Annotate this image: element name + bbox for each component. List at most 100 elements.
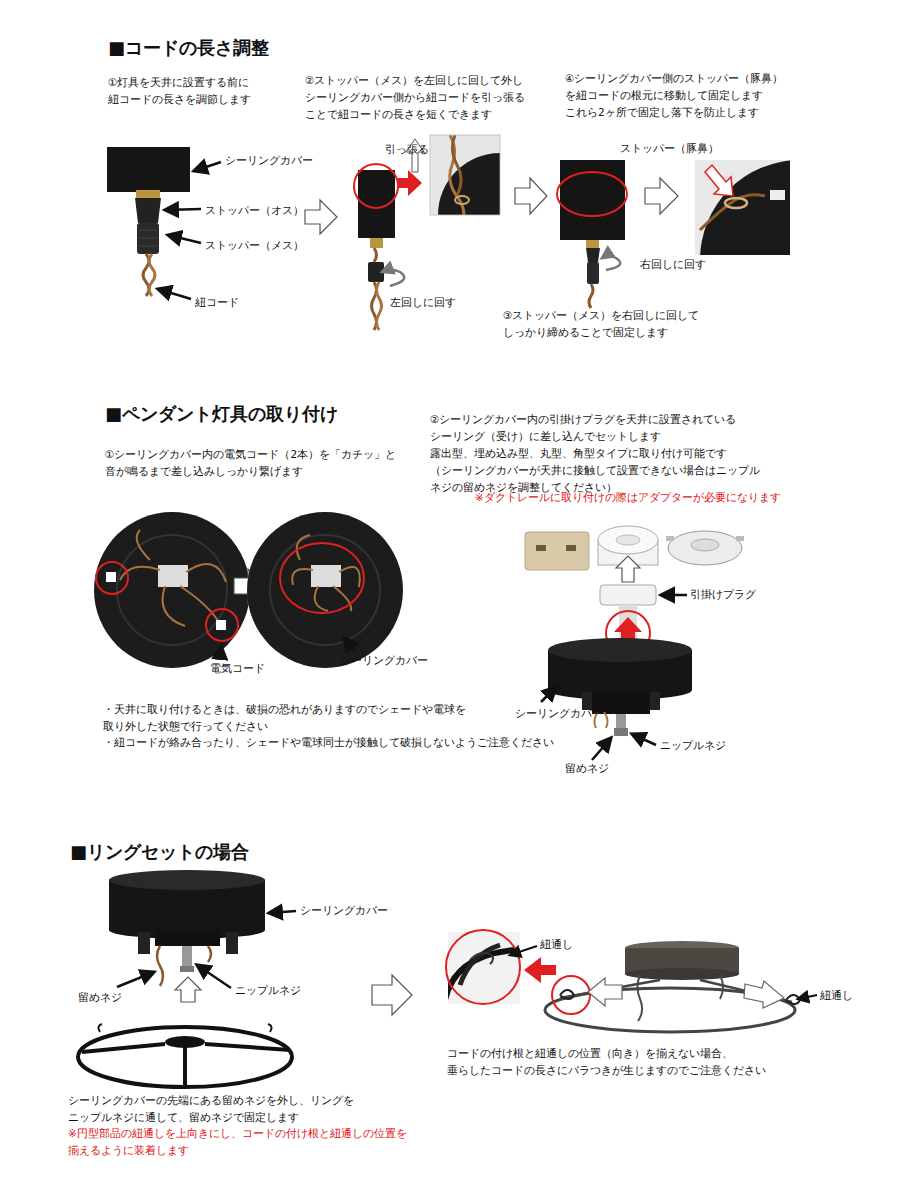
ring-assembled-photo <box>545 941 800 1032</box>
fixture-step-2 <box>455 196 469 204</box>
leader-lines <box>220 646 221 657</box>
part-label: 留めネジ <box>565 760 655 777</box>
ceiling-receptacles <box>536 545 546 551</box>
section-heading: ■ペンダント灯具の取り付け <box>105 402 425 425</box>
leader-lines <box>592 738 611 760</box>
caution-text: コードの付け根と紐通しの位置（向き）を揃えない場合、 垂らしたコードの長さにバラ… <box>447 1045 827 1079</box>
instruction-text: ④シーリングカバー側のストッパー（豚鼻） を紐コードの根元に移動して固定します … <box>565 70 885 121</box>
ring-cover <box>109 870 265 890</box>
fixture-overview <box>107 147 190 296</box>
fixture-step-2 <box>377 282 382 330</box>
caution-note: ※ダクトレールに取り付けの際はアダプターが必要になります <box>475 489 855 506</box>
leader-lines <box>661 594 687 597</box>
knot-photo <box>705 165 733 196</box>
part-label: ストッパー（豚鼻） <box>620 140 760 157</box>
ceiling-cover <box>614 728 628 736</box>
ring-cover <box>109 870 265 986</box>
leader-lines <box>269 911 296 913</box>
fixture-step-2 <box>368 262 384 282</box>
part-label: シーリングカバー <box>225 152 375 169</box>
hanging-plug <box>600 585 656 605</box>
cover-interior-after <box>247 512 403 668</box>
ring-assembled-photo <box>638 975 643 1021</box>
section-heading: ■コードの長さ調整 <box>108 36 528 59</box>
leader-lines <box>510 946 537 955</box>
ceiling-receptacles <box>566 545 576 551</box>
cord-guide-closeup <box>470 953 493 964</box>
ring-assembled-photo <box>560 990 574 999</box>
part-label: 留めネジ <box>78 989 158 1006</box>
ceiling-receptacles <box>668 531 742 565</box>
ring-part <box>78 1024 292 1087</box>
insert-arrow <box>616 556 640 582</box>
action-label: 右回しに回す <box>640 256 750 273</box>
part-label: シーリングカバー <box>300 902 430 919</box>
fixture-overview <box>139 230 157 231</box>
ceiling-cover <box>548 638 692 736</box>
fixture-step-3 <box>557 160 627 308</box>
leader-lines <box>541 687 556 702</box>
fixture-step-3 <box>586 240 599 248</box>
part-label: 引掛けプラグ <box>690 586 800 603</box>
cover-interior-before <box>94 512 250 668</box>
cover-interior-before <box>94 512 250 668</box>
fixture-overview <box>136 190 160 198</box>
leader-lines <box>632 734 656 745</box>
knot-photo <box>725 198 747 208</box>
ring-part <box>82 1044 165 1052</box>
fixture-step-2 <box>354 164 398 208</box>
fixture-step-2 <box>382 270 404 286</box>
ring-part <box>98 1024 102 1032</box>
ring-cover <box>182 946 192 968</box>
caution-text: ・紐コードが絡み合ったり、シェードや電球同士が接触して破損しないようご注意くださ… <box>103 734 573 751</box>
part-label: ニップルネジ <box>660 737 770 754</box>
action-label: 左回しに回す <box>390 294 500 311</box>
leader-lines <box>220 638 354 657</box>
cord-guide-closeup <box>460 945 500 985</box>
cover-interior-before <box>120 530 226 626</box>
caution-text: ・天井に取り付けるときは、破損の恐れがありますのでシェードや電球を 取り外した状… <box>103 701 523 735</box>
cover-interior-after <box>247 512 403 668</box>
fixture-step-2 <box>430 135 500 215</box>
cover-interior-after <box>311 565 341 587</box>
fixture-overview <box>139 238 157 239</box>
ring-assembled-photo <box>786 995 800 1004</box>
leader-lines <box>168 235 201 243</box>
part-label: ストッパー（オス） <box>205 202 355 219</box>
leader-lines <box>194 162 221 171</box>
cord-guide-closeup <box>524 957 556 983</box>
instruction-text: ③ストッパー（メス）を右回しに回して しっかり締めることで固定します <box>503 307 803 341</box>
fixture-step-2 <box>452 135 461 195</box>
part-label: 紐通し <box>820 987 890 1004</box>
knot-photo <box>695 160 790 255</box>
fixture-step-3 <box>587 262 599 284</box>
knot-photo <box>700 195 765 230</box>
part-label: 電気コード <box>210 660 300 677</box>
ring-assembled-photo <box>720 975 723 999</box>
cover-interior-before <box>106 572 116 582</box>
ring-part <box>205 1044 290 1050</box>
ceiling-receptacles <box>598 526 658 554</box>
cover-interior-before <box>216 620 226 630</box>
fixture-overview <box>149 254 155 296</box>
caution-note: ※円型部品の紐通しを上向きにし、コードの付け根と紐通しの位置を 揃えるように装着… <box>68 1125 458 1159</box>
ring-part <box>165 1036 205 1048</box>
step-arrow <box>645 178 678 214</box>
fixture-overview <box>139 246 157 247</box>
cover-interior-before <box>96 562 128 594</box>
instruction-text: ①シーリングカバー内の電気コード（2本）を「カチッ」と 音が鳴るまで差し込みしっ… <box>105 446 425 480</box>
ring-cover <box>208 946 211 962</box>
leader-lines <box>197 965 231 988</box>
ring-cover <box>180 966 194 972</box>
part-label: ニップルネジ <box>235 982 345 999</box>
knot-photo <box>695 160 900 360</box>
cover-interior-after <box>270 535 380 645</box>
knot-photo <box>770 190 785 200</box>
fixture-step-3 <box>589 284 593 308</box>
insert-arrow <box>175 977 201 1002</box>
leader-lines <box>158 289 191 299</box>
ceiling-cover <box>548 638 692 662</box>
part-label: 紐通し <box>540 936 610 953</box>
leader-lines <box>344 638 354 650</box>
ring-cover <box>138 932 150 954</box>
